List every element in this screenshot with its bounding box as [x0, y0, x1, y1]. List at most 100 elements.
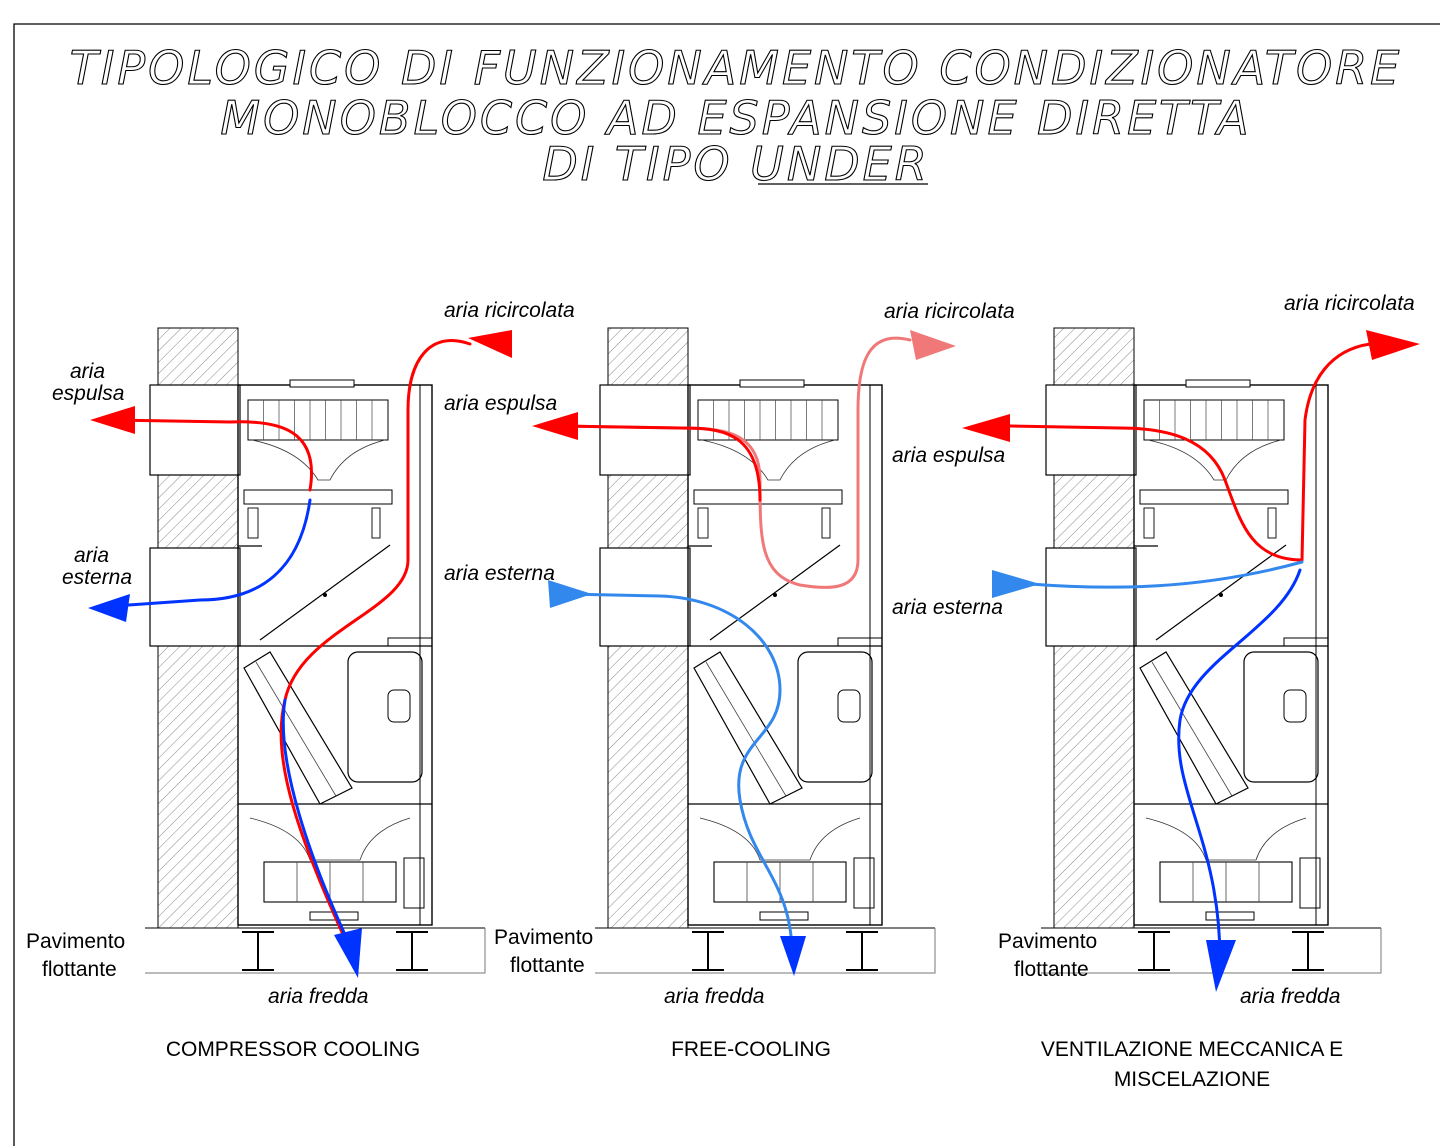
arrowhead-outside	[992, 570, 1040, 598]
supply-fan-inlet	[1145, 817, 1307, 861]
coil-fin-line	[1151, 661, 1233, 797]
title-line-2: MONOBLOCCO AD ESPANSIONE DIRETTA	[220, 91, 1251, 145]
title-underlined-word: UNDER	[750, 137, 930, 191]
bottom-grille	[1205, 911, 1255, 921]
panel-compressor-cooling	[145, 327, 486, 974]
evaporator-coil	[243, 651, 353, 805]
flows-free-cooling	[532, 330, 956, 976]
label-recirc: aria ricircolata	[444, 299, 575, 322]
title-line-1: TIPOLOGICO DI FUNZIONAMENTO CONDIZIONATO…	[70, 41, 1402, 95]
flows-compressor-cooling	[88, 330, 512, 978]
flow-mix-to-supply	[1177, 568, 1302, 962]
coil-fin-line	[255, 661, 337, 797]
flow-outside	[1028, 560, 1304, 589]
label-floor-2: flottante	[1014, 958, 1089, 981]
damper-actuator	[1267, 507, 1277, 539]
arrowhead-recirc	[910, 330, 956, 360]
exhaust-duct	[599, 384, 691, 476]
flow-recirc-loop	[558, 336, 912, 589]
damper-actuator	[1143, 507, 1155, 539]
panel-free-cooling	[595, 327, 936, 974]
drawing-border	[13, 23, 1440, 1146]
flow-exhaust-segment	[558, 424, 762, 502]
top-grille	[739, 379, 805, 388]
flow-recirc-to-mix	[1300, 342, 1372, 562]
mixing-damper	[259, 544, 391, 641]
floor-support-beam	[242, 931, 274, 971]
flows-ventilazione	[962, 330, 1420, 992]
electrical-box	[403, 857, 425, 909]
caption-compressor-cooling: COMPRESSOR COOLING	[166, 1038, 420, 1061]
label-supply: aria fredda	[268, 985, 368, 1008]
unit-cabinet	[237, 384, 433, 926]
unit-cabinet	[1133, 384, 1329, 926]
evaporator-coil	[1139, 651, 1249, 805]
floor-support-beam	[1292, 931, 1324, 971]
flow-mix-to-supply	[281, 698, 354, 952]
drain-pan-edge	[1283, 637, 1329, 647]
drain-pan-edge	[387, 637, 433, 647]
flow-exhaust	[1008, 424, 1304, 562]
drain-pan-edge	[837, 637, 883, 647]
label-exhaust: aria espulsa	[444, 392, 557, 415]
arrowhead-exhaust	[962, 414, 1010, 442]
floor-support-beam	[692, 931, 724, 971]
exhaust-fan-wheel	[697, 399, 839, 441]
label-floor-2: flottante	[510, 954, 585, 977]
labels-compressor-cooling: aria ricircolata aria espulsa aria ester…	[26, 299, 575, 1061]
electrical-box	[1299, 857, 1321, 909]
arrowhead-outside	[88, 594, 130, 622]
caption-ventilazione-1: VENTILAZIONE MECCANICA E	[1041, 1038, 1343, 1061]
unit-cabinet	[687, 384, 883, 926]
label-recirc: aria ricircolata	[884, 300, 1015, 323]
labels-free-cooling: aria ricircolata aria espulsa aria ester…	[444, 300, 1015, 1061]
coil-fin-line	[705, 661, 787, 797]
electrical-box	[853, 857, 875, 909]
exhaust-fan-wheel	[247, 399, 389, 441]
floor-support-beam	[396, 931, 428, 971]
fan-scroll	[701, 439, 836, 481]
floor-outline	[145, 928, 486, 974]
label-exhaust: aria espulsa	[892, 444, 1005, 467]
label-floor-1: Pavimento	[26, 930, 125, 953]
arrowhead-supply	[334, 928, 362, 978]
label-floor-1: Pavimento	[998, 930, 1097, 953]
damper-pivot	[773, 593, 777, 597]
fan-scroll	[251, 439, 386, 481]
damper-actuator	[371, 507, 381, 539]
label-floor-2: flottante	[42, 958, 117, 981]
floor-support-beam	[846, 931, 878, 971]
damper-pivot	[323, 593, 327, 597]
damper-actuator	[247, 507, 259, 539]
bottom-grille	[759, 911, 809, 921]
fan-scroll	[1147, 439, 1282, 481]
supply-fan-inlet	[699, 817, 861, 861]
arrowhead-supply	[780, 936, 806, 976]
caption-ventilazione-2: MISCELAZIONE	[1114, 1068, 1270, 1091]
fan-base-rail	[1139, 489, 1289, 505]
label-outside-2: esterna	[62, 566, 132, 589]
compressor-body	[347, 651, 423, 783]
fan-base-rail	[693, 489, 843, 505]
title-line-3: DI TIPO UNDER	[542, 137, 929, 191]
flow-outside-to-supply	[563, 592, 794, 952]
compressor-terminal	[837, 689, 861, 723]
compressor-body	[1243, 651, 1319, 783]
label-floor-1: Pavimento	[494, 926, 593, 949]
arrowhead-exhaust	[532, 412, 578, 440]
label-recirc: aria ricircolata	[1284, 292, 1415, 315]
supply-fan-inlet	[249, 817, 411, 861]
evaporator-coil	[693, 651, 803, 805]
top-grille	[1185, 379, 1251, 388]
floor-outline	[595, 928, 936, 974]
compressor-body	[797, 651, 873, 783]
flow-outside	[113, 498, 312, 608]
mixing-damper	[1155, 544, 1287, 641]
damper-actuator	[821, 507, 831, 539]
flow-exhaust	[108, 418, 313, 492]
compressor-terminal	[387, 689, 411, 723]
fan-base-rail	[243, 489, 393, 505]
exhaust-duct	[149, 384, 241, 476]
damper-pivot	[1219, 593, 1223, 597]
